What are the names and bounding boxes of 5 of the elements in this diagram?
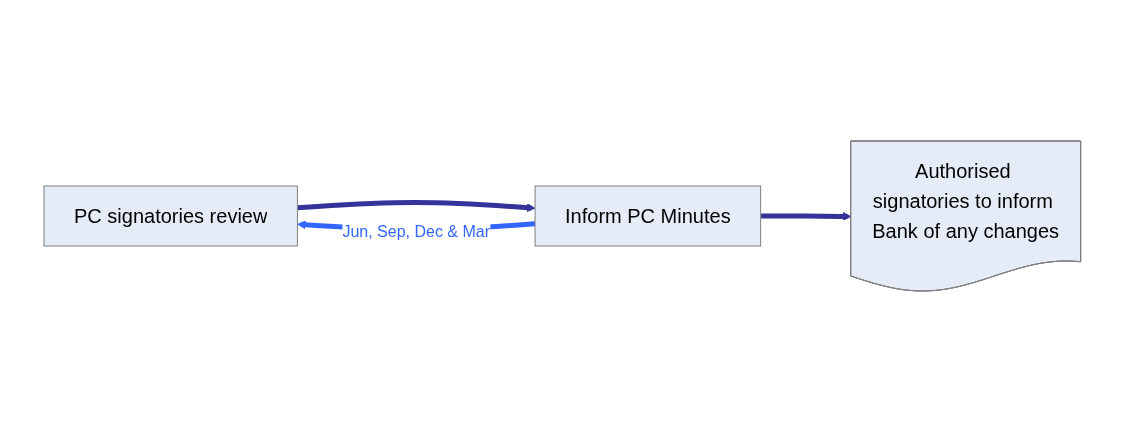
node-box: Inform PC Minutes [534,185,761,247]
node-box: PC signatories review [43,185,298,247]
arrow [296,200,536,213]
edge-label: Jun, Sep, Dec & Mar [342,223,490,241]
arrow [760,212,852,221]
